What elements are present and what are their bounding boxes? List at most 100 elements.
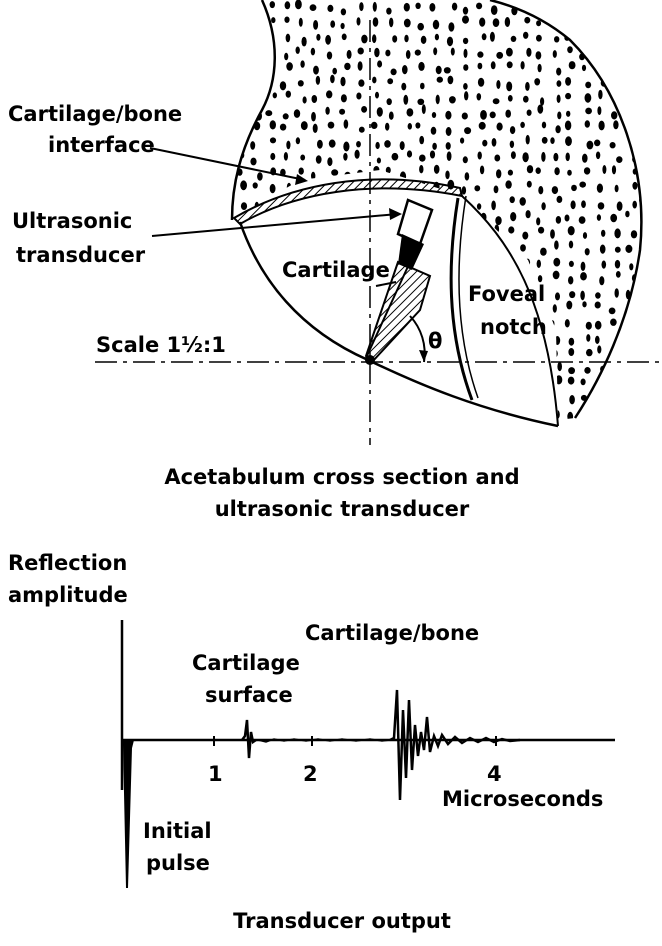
stipple-dot bbox=[459, 285, 466, 294]
stipple-dot bbox=[299, 209, 306, 220]
cartilage-surface-echo bbox=[241, 719, 257, 759]
stipple-dot bbox=[564, 120, 572, 131]
stipple-dot bbox=[414, 49, 421, 56]
stipple-dot bbox=[376, 107, 383, 117]
stipple-dot bbox=[266, 229, 271, 240]
stipple-dot bbox=[265, 110, 273, 117]
stipple-dot bbox=[312, 348, 320, 358]
stipple-dot bbox=[403, 419, 409, 420]
bone-outline bbox=[230, 0, 643, 419]
stipple-dot bbox=[631, 366, 639, 374]
stipple-dot bbox=[256, 286, 264, 294]
bone-stipple bbox=[220, 0, 652, 435]
stipple-dot bbox=[220, 420, 224, 429]
stipple-dot bbox=[224, 93, 229, 100]
stipple-dot bbox=[568, 276, 574, 285]
stipple-dot bbox=[639, 377, 642, 385]
stipple-dot bbox=[286, 140, 291, 150]
stipple-dot bbox=[432, 316, 438, 323]
stipple-dot bbox=[406, 108, 414, 117]
stipple-dot bbox=[597, 345, 602, 354]
stipple-dot bbox=[614, 228, 621, 239]
stipple-dot bbox=[339, 108, 346, 115]
stipple-dot bbox=[450, 377, 457, 384]
stipple-dot bbox=[370, 121, 378, 129]
stipple-dot bbox=[375, 141, 380, 150]
stipple-dot bbox=[431, 270, 437, 279]
stipple-dot bbox=[494, 154, 501, 162]
stipple-dot bbox=[493, 381, 501, 389]
stipple-dot bbox=[358, 79, 365, 87]
stipple-dot bbox=[358, 247, 364, 255]
stipple-dot bbox=[617, 428, 622, 435]
stipple-dot bbox=[238, 45, 245, 55]
stipple-dot bbox=[646, 78, 652, 86]
stipple-dot bbox=[358, 406, 364, 416]
stipple-dot bbox=[554, 240, 559, 250]
stipple-dot bbox=[585, 321, 592, 330]
stipple-dot bbox=[314, 396, 320, 403]
stipple-dot bbox=[523, 350, 529, 361]
stipple-dot bbox=[599, 64, 605, 74]
stipple-dot bbox=[630, 35, 637, 45]
stipple-dot bbox=[239, 379, 244, 388]
stipple-dot bbox=[282, 113, 289, 120]
stipple-dot bbox=[445, 127, 452, 136]
transducer-output-plot: Reflection amplitude 1 2 4 Microseconds … bbox=[8, 551, 615, 933]
stipple-dot bbox=[613, 348, 620, 358]
stipple-dot bbox=[445, 170, 450, 180]
stipple-dot bbox=[223, 185, 230, 193]
stipple-dot bbox=[600, 412, 607, 419]
stipple-dot bbox=[600, 396, 606, 406]
stipple-dot bbox=[490, 61, 496, 70]
stipple-dot bbox=[238, 15, 244, 24]
stipple-dot bbox=[359, 2, 364, 12]
stipple-dot bbox=[462, 6, 469, 15]
stipple-dot bbox=[538, 186, 544, 195]
stipple-dot bbox=[252, 305, 260, 316]
stipple-dot bbox=[313, 20, 319, 30]
stipple-dot bbox=[507, 169, 513, 176]
stipple-dot bbox=[519, 376, 525, 384]
stipple-dot bbox=[357, 61, 363, 71]
stipple-dot bbox=[257, 172, 263, 181]
diagram-caption-line-1: Acetabulum cross section and bbox=[164, 465, 519, 489]
stipple-dot bbox=[389, 404, 396, 415]
stipple-dot bbox=[267, 286, 273, 294]
stipple-dot bbox=[295, 424, 301, 432]
stipple-dot bbox=[628, 315, 635, 325]
stipple-dot bbox=[525, 258, 531, 267]
stipple-dot bbox=[433, 203, 441, 211]
stipple-dot bbox=[417, 98, 425, 106]
stipple-dot bbox=[462, 156, 468, 164]
stipple-dot bbox=[372, 34, 377, 44]
stipple-dot bbox=[418, 61, 425, 71]
stipple-dot bbox=[641, 291, 642, 302]
cartilage-bone-interface-label-1: Cartilage/bone bbox=[8, 102, 182, 126]
stipple-dot bbox=[584, 93, 592, 103]
stipple-dot bbox=[298, 347, 304, 356]
stipple-dot bbox=[386, 398, 392, 406]
stipple-dot bbox=[313, 65, 319, 75]
stipple-dot bbox=[564, 319, 570, 328]
stipple-dot bbox=[377, 291, 383, 301]
stipple-dot bbox=[284, 16, 290, 23]
stipple-dot bbox=[237, 32, 243, 39]
stipple-dot bbox=[435, 94, 440, 105]
stipple-dot bbox=[541, 136, 548, 144]
stipple-dot bbox=[585, 81, 592, 89]
stipple-dot bbox=[586, 348, 593, 357]
stipple-dot bbox=[555, 375, 563, 385]
transducer-leader-line bbox=[151, 213, 399, 237]
stipple-dot bbox=[392, 35, 398, 43]
stipple-dot bbox=[584, 367, 591, 374]
stipple-dot bbox=[481, 243, 488, 250]
stipple-dot bbox=[645, 120, 651, 128]
foveal-notch-line bbox=[449, 197, 474, 401]
stipple-dot bbox=[522, 231, 529, 240]
stipple-dot bbox=[632, 168, 637, 175]
stipple-dot bbox=[264, 367, 271, 376]
y-axis-label-1: Reflection bbox=[8, 551, 127, 575]
stipple-dot bbox=[372, 301, 380, 311]
stipple-dot bbox=[583, 167, 591, 175]
